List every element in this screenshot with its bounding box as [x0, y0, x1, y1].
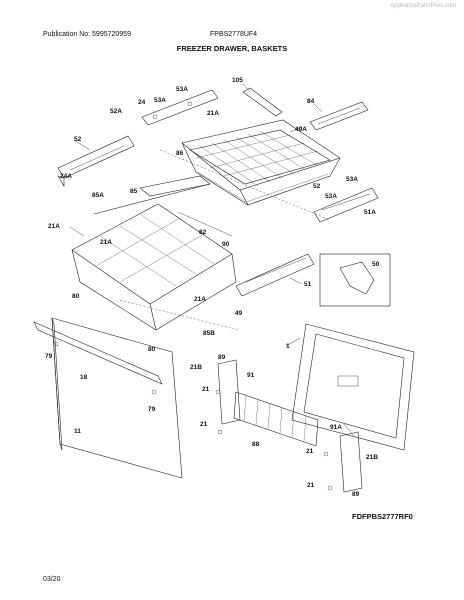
callout-50: 50	[372, 261, 380, 268]
part-50-box	[319, 253, 391, 307]
callout-80: 80	[148, 346, 156, 353]
callout-52a: 52A	[110, 108, 122, 115]
callout-21b: 21B	[190, 364, 202, 371]
callout-89: 89	[218, 354, 226, 361]
grid-bar-88	[233, 391, 319, 447]
callout-79: 79	[148, 406, 156, 413]
callout-84: 84	[307, 98, 315, 105]
callout-21: 21	[202, 386, 210, 393]
rod-86	[159, 149, 331, 221]
callout-21b: 21B	[366, 454, 378, 461]
part-105-bar	[242, 87, 283, 117]
callout-21: 21	[306, 448, 314, 455]
callout-91a: 91A	[330, 424, 342, 431]
source-watermark: AppliancePartsPros.com	[390, 3, 456, 9]
wire-basket	[181, 119, 341, 206]
model-number: FPBS2778UF4	[210, 31, 258, 38]
diagram-model-code: FDFPBS2777RF0	[352, 512, 413, 521]
rail-51	[235, 253, 315, 297]
bracket-89-lower	[339, 431, 363, 493]
callout-52: 52	[313, 183, 321, 190]
callout-18: 18	[80, 374, 88, 381]
callout-79: 79	[45, 353, 53, 360]
callout-24: 24	[138, 99, 146, 106]
callout-85b: 85B	[203, 330, 215, 337]
callout-11: 11	[74, 428, 81, 435]
callout-53a: 53A	[176, 86, 188, 93]
part-84-bracket	[309, 101, 369, 131]
callout-91: 91	[247, 372, 255, 379]
lower-drawer-basket	[71, 203, 237, 331]
right-slide	[313, 187, 379, 223]
callout-51: 51	[304, 281, 312, 288]
callout-80: 80	[72, 293, 80, 300]
callout-105: 105	[232, 77, 243, 84]
callout-24a: 24A	[60, 173, 72, 180]
publication-number: Publication No: 5995720959	[43, 31, 131, 38]
page-title: FREEZER DRAWER, BASKETS	[176, 44, 288, 53]
callout-49a: 49A	[295, 126, 307, 133]
callout-49: 49	[235, 310, 243, 317]
callout-1: 1	[286, 343, 290, 350]
callout-90: 90	[222, 241, 230, 248]
door-gasket-1	[291, 323, 415, 451]
door-handle-18	[33, 321, 163, 385]
callout-82: 82	[199, 229, 207, 236]
freezer-door-11	[51, 317, 183, 479]
callout-88: 88	[252, 441, 260, 448]
callout-89: 89	[352, 491, 360, 498]
left-slide-52	[57, 135, 135, 179]
callout-21: 21	[307, 482, 315, 489]
callout-51a: 51A	[364, 209, 376, 216]
callout-21a: 21A	[194, 296, 206, 303]
callout-52: 52	[74, 136, 82, 143]
callout-21a: 21A	[48, 223, 60, 230]
revision-date: 03/20	[43, 576, 61, 583]
callout-85a: 85A	[92, 192, 104, 199]
callout-85: 85	[130, 188, 138, 195]
callout-53a: 53A	[346, 176, 358, 183]
callout-21: 21	[200, 421, 208, 428]
callout-53a: 53A	[154, 97, 166, 104]
part-52a-bracket	[141, 89, 219, 126]
callout-53a: 53A	[325, 193, 337, 200]
callout-21a: 21A	[100, 239, 112, 246]
callout-86: 86	[176, 150, 184, 157]
callout-21a: 21A	[207, 110, 219, 117]
